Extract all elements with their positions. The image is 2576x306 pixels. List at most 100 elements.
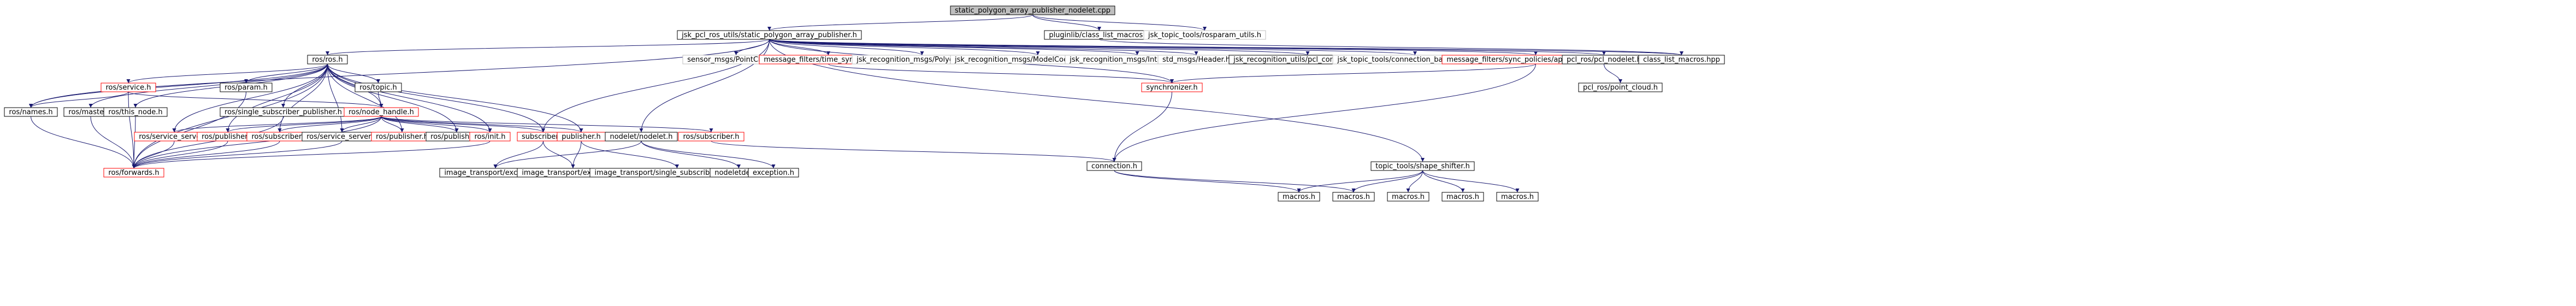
node-box <box>1638 55 1725 64</box>
edge-ros_h-to-publisher_b <box>327 63 459 133</box>
node-root[interactable]: static_polygon_array_publisher_nodelet.c… <box>950 5 1115 15</box>
node-names_h[interactable]: ros/names.h <box>4 107 58 117</box>
node-macros2[interactable]: macros.h <box>1332 192 1375 202</box>
edge-service_server_r-to-forwards <box>132 140 175 169</box>
node-label: jsk_topic_tools/rosparam_utils.h <box>1148 31 1261 39</box>
node-label: ros/publisher.h <box>376 133 428 141</box>
edge-node_handle-to-subscriber_r2 <box>381 116 713 133</box>
edge-ros_h-to-publisher_h <box>327 63 583 133</box>
node-subscriber_h[interactable]: subscriber.h <box>517 132 570 142</box>
node-synchronizer[interactable]: synchronizer.h <box>1141 83 1203 92</box>
node-box <box>1278 192 1320 202</box>
edge-publisher_h-to-it_ssp <box>581 140 679 169</box>
edge-shape_shifter-to-macros3 <box>1406 170 1423 193</box>
edge-publisher_h-to-it_exc2 <box>571 140 582 169</box>
node-shape_shifter[interactable]: topic_tools/shape_shifter.h <box>1370 161 1475 171</box>
edge-ros_h-to-publisher_r2 <box>327 63 404 133</box>
node-label: macros.h <box>1337 193 1370 201</box>
node-connection[interactable]: connection.h <box>1086 161 1142 171</box>
node-this_node[interactable]: ros/this_node.h <box>103 107 168 117</box>
node-service_h[interactable]: ros/service.h <box>101 83 156 92</box>
edge-node_handle-to-service_server_b <box>340 116 382 133</box>
edge-nodelet_h-to-exception_h <box>641 140 776 169</box>
edge-service_h-to-node_handle <box>128 91 383 108</box>
edge-shape_shifter-to-macros5 <box>1422 170 1520 193</box>
node-service_server_b[interactable]: ros/service_server.h <box>302 132 382 142</box>
node-nodelet_h[interactable]: nodelet/nodelet.h <box>605 132 678 142</box>
node-sp_pub[interactable]: jsk_pcl_ros_utils/static_polygon_array_p… <box>677 30 862 40</box>
node-label: macros.h <box>1283 193 1315 201</box>
node-box <box>1332 192 1375 202</box>
node-label: pcl_ros/pcl_nodelet.h <box>1567 56 1641 64</box>
edge-root-to-rosparam_utils <box>1032 14 1207 31</box>
edge-subscriber_r2-to-connection <box>711 140 1116 162</box>
node-box <box>4 107 58 117</box>
edge-nodelet_h-to-nodeletdecl <box>641 140 741 169</box>
node-param_h[interactable]: ros/param.h <box>220 83 273 92</box>
node-box <box>1141 83 1203 92</box>
edge-node_handle-to-publisher_r <box>226 116 382 133</box>
node-macros3[interactable]: macros.h <box>1387 192 1429 202</box>
edge-approx_time-to-connection <box>1112 63 1536 162</box>
node-box <box>103 107 168 117</box>
edge-node_handle-to-subscriber_h <box>381 116 545 133</box>
edge-publisher_r-to-forwards <box>132 140 228 169</box>
node-service_server_r[interactable]: ros/service_server.h <box>134 132 215 142</box>
node-label: std_msgs/Header.h <box>1162 56 1230 64</box>
node-label: subscriber.h <box>522 133 565 141</box>
edge-subscriber_h-to-it_exc2 <box>543 140 575 169</box>
edge-sp_pub-to-class_list_hpp <box>769 39 1683 56</box>
node-pcl_nodelet[interactable]: pcl_ros/pcl_nodelet.h <box>1562 55 1646 64</box>
node-label: ros/ros.h <box>312 56 342 64</box>
node-rosparam_utils[interactable]: jsk_topic_tools/rosparam_utils.h <box>1143 30 1266 40</box>
node-label: pluginlib/class_list_macros.h <box>1049 31 1149 39</box>
node-node_handle[interactable]: ros/node_handle.h <box>344 107 419 117</box>
node-box <box>605 132 678 142</box>
edge-connection-to-macros1 <box>1114 170 1301 193</box>
edge-ros_h-to-names_h <box>29 63 328 108</box>
node-exception_h[interactable]: exception.h <box>748 168 799 178</box>
edge-init_h-to-forwards <box>132 140 491 169</box>
edge-approx_time-to-synchronizer <box>1170 63 1536 84</box>
edge-param_h-to-forwards <box>132 91 246 169</box>
node-single_sub_pub[interactable]: ros/single_subscriber_publisher.h <box>220 107 347 117</box>
node-macros4[interactable]: macros.h <box>1441 192 1484 202</box>
node-label: topic_tools/shape_shifter.h <box>1375 162 1470 170</box>
edge-nodelet_h-to-it_exc1 <box>493 140 642 169</box>
node-box <box>950 5 1115 15</box>
node-label: macros.h <box>1501 193 1534 201</box>
node-publisher_r[interactable]: ros/publisher.h <box>197 132 259 142</box>
node-label: ros/single_subscriber_publisher.h <box>224 108 342 116</box>
node-macros5[interactable]: macros.h <box>1496 192 1539 202</box>
node-topic_h[interactable]: ros/topic.h <box>355 83 402 92</box>
node-box <box>1441 192 1484 202</box>
node-label: ros/init.h <box>474 133 505 141</box>
node-label: ros/param.h <box>224 84 268 92</box>
edge-time_sync-to-synchronizer <box>828 63 1174 84</box>
node-init_h[interactable]: ros/init.h <box>469 132 511 142</box>
node-point_cloud[interactable]: pcl_ros/point_cloud.h <box>1578 83 1663 92</box>
edge-node_handle-to-service_server_r <box>172 116 382 133</box>
edge-synchronizer-to-connection <box>1112 91 1172 162</box>
node-ros_h[interactable]: ros/ros.h <box>307 55 348 64</box>
edge-shape_shifter-to-macros4 <box>1422 170 1465 193</box>
node-std_header[interactable]: std_msgs/Header.h <box>1157 55 1235 64</box>
edge-sp_pub-to-std_header <box>769 39 1198 56</box>
node-box <box>748 168 799 178</box>
node-class_list_hpp[interactable]: class_list_macros.hpp <box>1638 55 1725 64</box>
edge-topic_h-to-node_handle <box>378 91 383 108</box>
edge-ros_h-to-subscriber_r <box>277 63 328 133</box>
node-publisher_h[interactable]: publisher.h <box>557 132 606 142</box>
node-forwards[interactable]: ros/forwards.h <box>103 168 164 178</box>
node-label: ros/service_server.h <box>306 133 377 141</box>
node-box <box>307 55 348 64</box>
node-macros1[interactable]: macros.h <box>1278 192 1320 202</box>
node-publisher_r2[interactable]: ros/publisher.h <box>371 132 433 142</box>
edge-sp_pub-to-names_h <box>29 39 770 108</box>
edge-this_node-to-forwards <box>132 116 136 169</box>
node-pluginlib[interactable]: pluginlib/class_list_macros.h <box>1044 30 1155 40</box>
edge-ros_h-to-init_h <box>327 63 492 133</box>
edge-pcl_nodelet-to-point_cloud <box>1604 63 1622 84</box>
node-subscriber_r2[interactable]: ros/subscriber.h <box>678 132 745 142</box>
edge-subscriber_h-to-it_exc1 <box>493 140 543 169</box>
